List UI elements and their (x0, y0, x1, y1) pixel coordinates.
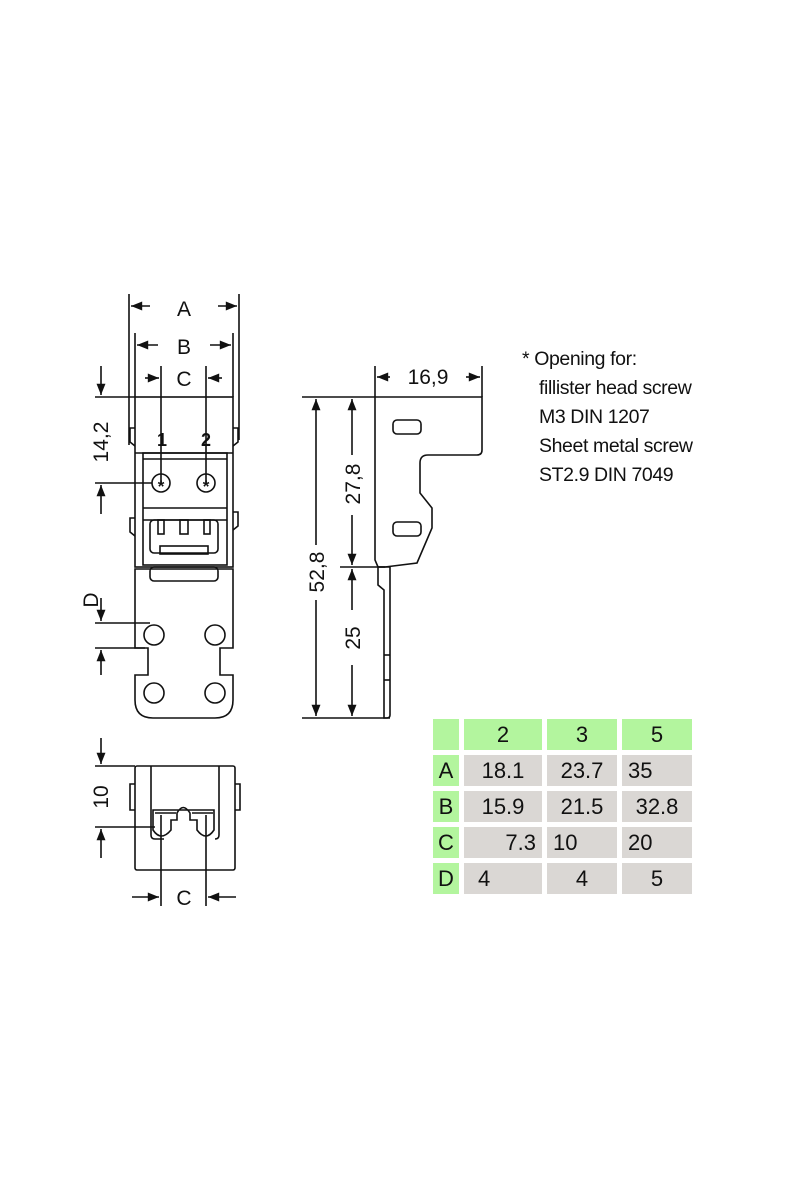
header-cell: 3 (547, 719, 617, 750)
table-row: A 18.1 23.7 35 (433, 755, 692, 786)
label-A: A (177, 298, 191, 321)
label-25: 25 (342, 626, 365, 649)
header-cell: 5 (622, 719, 692, 750)
side-view (374, 396, 483, 719)
label-C-bottom: C (176, 887, 191, 910)
row-label: D (433, 863, 459, 894)
mounting-hole (143, 624, 165, 646)
label-B: B (177, 336, 191, 359)
front-view (129, 396, 239, 719)
table-cell: 20 (622, 827, 692, 858)
pin-label-1: 1 (157, 430, 167, 450)
table-cell: 15.9 (464, 791, 542, 822)
table-cell: 18.1 (464, 755, 542, 786)
dimension-10 (95, 738, 155, 858)
header-cell (433, 719, 459, 750)
note-line: * Opening for: (522, 348, 637, 370)
dimension-B (134, 333, 234, 397)
mounting-hole (204, 682, 226, 704)
bottom-view (129, 765, 241, 871)
pin-label-2: 2 (201, 430, 211, 450)
mounting-hole (143, 682, 165, 704)
label-16-9: 16,9 (408, 366, 449, 389)
header-cell: 2 (464, 719, 542, 750)
screw-opening-2-icon (196, 473, 216, 493)
table-cell: 21.5 (547, 791, 617, 822)
dimension-D (95, 598, 150, 675)
dimension-16-9 (374, 366, 483, 397)
dimension-52-8 (302, 396, 390, 719)
table-cell: 32.8 (622, 791, 692, 822)
table-row: B 15.9 21.5 32.8 (433, 791, 692, 822)
dimension-27-8-and-25 (340, 399, 385, 717)
table-header-row: 2 3 5 (433, 719, 692, 750)
screw-mark: * (158, 477, 165, 496)
screw-mark: * (203, 477, 210, 496)
table-cell: 35 (622, 755, 692, 786)
table-cell: 4 (464, 863, 542, 894)
dimension-C-bottom (132, 815, 236, 906)
dimension-table: 2 3 5 A 18.1 23.7 35 B 15.9 21.5 32.8 C … (428, 714, 697, 899)
table-cell: 7.3 (464, 827, 542, 858)
label-C: C (176, 368, 191, 391)
label-52-8: 52,8 (306, 552, 329, 593)
screw-opening-1-icon (151, 473, 171, 493)
dimension-A (128, 294, 240, 445)
note-line: Sheet metal screw (539, 435, 693, 457)
row-label: B (433, 791, 459, 822)
label-D: D (80, 592, 103, 607)
label-27-8: 27,8 (342, 464, 365, 505)
table-row: D 4 4 5 (433, 863, 692, 894)
table-row: C 7.3 10 20 (433, 827, 692, 858)
label-10: 10 (90, 785, 113, 808)
table-cell: 4 (547, 863, 617, 894)
screw-note: * Opening for: fillister head screw M3 D… (522, 345, 693, 490)
note-line: ST2.9 DIN 7049 (539, 464, 674, 486)
row-label: A (433, 755, 459, 786)
mounting-hole (204, 624, 226, 646)
row-label: C (433, 827, 459, 858)
label-14-2: 14,2 (90, 422, 113, 463)
table-cell: 23.7 (547, 755, 617, 786)
table-cell: 10 (547, 827, 617, 858)
note-line: fillister head screw (539, 377, 692, 399)
note-line: M3 DIN 1207 (539, 406, 650, 428)
dimension-C-top (145, 366, 222, 483)
table-cell: 5 (622, 863, 692, 894)
